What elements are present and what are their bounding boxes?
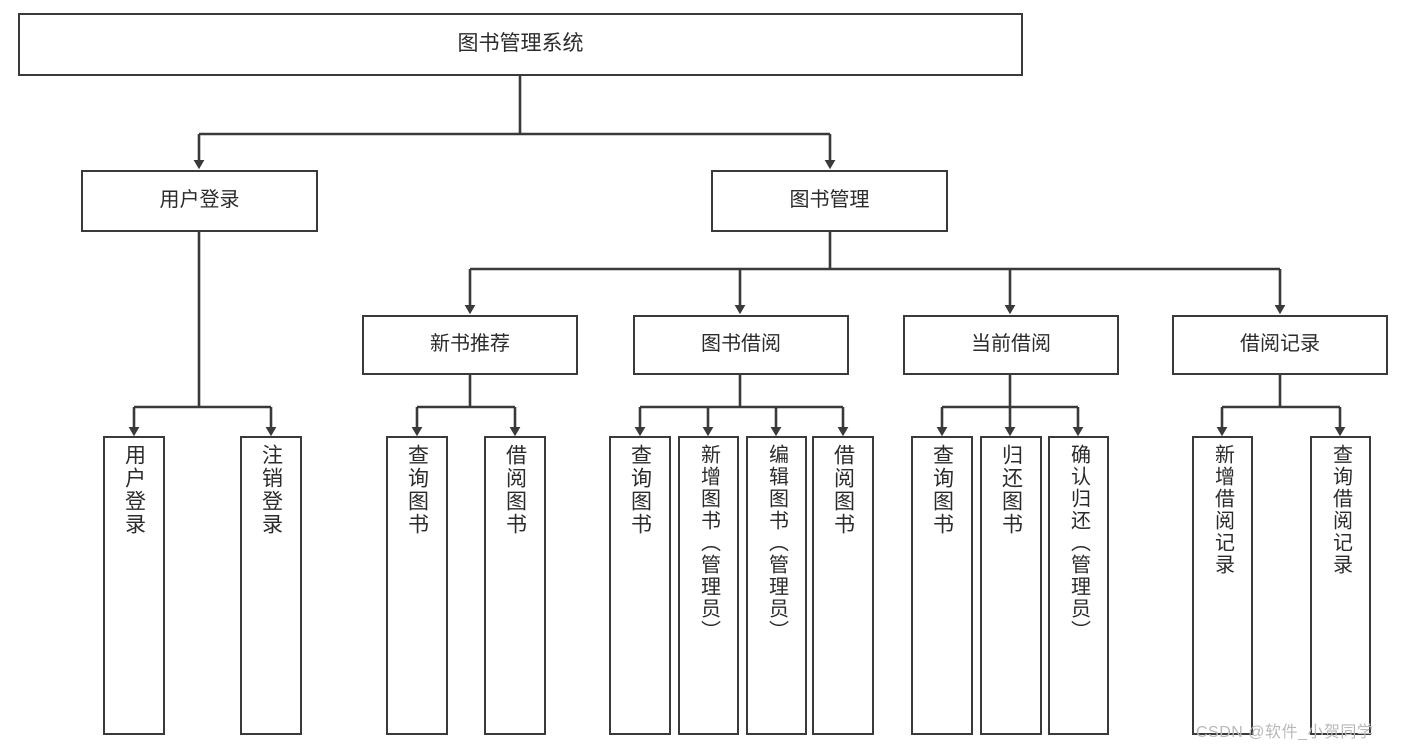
node-label: 用户登录 — [122, 444, 146, 536]
leaf-new-book-borrow[interactable]: 借阅图书 — [484, 436, 546, 735]
node-label: 编辑图书（管理员） — [765, 444, 788, 642]
node-label: 图书管理系统 — [457, 32, 584, 56]
node-user-login[interactable]: 用户登录 — [81, 170, 318, 232]
node-new-book-recommend[interactable]: 新书推荐 — [362, 315, 578, 375]
node-label: 借阅图书 — [503, 444, 527, 536]
leaf-current-borrow-confirm-admin[interactable]: 确认归还（管理员） — [1048, 436, 1109, 735]
leaf-borrow-record-query[interactable]: 查询借阅记录 — [1310, 436, 1371, 735]
node-borrow-record[interactable]: 借阅记录 — [1172, 315, 1388, 375]
leaf-borrow-record-add[interactable]: 新增借阅记录 — [1192, 436, 1253, 735]
node-book-borrow[interactable]: 图书借阅 — [633, 315, 849, 375]
leaf-book-borrow-add-admin[interactable]: 新增图书（管理员） — [678, 436, 739, 735]
node-label: 查询图书 — [930, 444, 954, 536]
node-label: 图书借阅 — [701, 333, 781, 356]
node-label: 确认归还（管理员） — [1067, 444, 1090, 642]
leaf-book-borrow-query[interactable]: 查询图书 — [609, 436, 671, 735]
leaf-book-borrow-borrow[interactable]: 借阅图书 — [812, 436, 874, 735]
node-label: 查询借阅记录 — [1329, 444, 1352, 576]
node-label: 归还图书 — [999, 444, 1023, 536]
node-label: 新增借阅记录 — [1211, 444, 1234, 576]
node-label: 用户登录 — [159, 189, 240, 212]
csdn-watermark: CSDN @软件_小贺同学 — [1196, 724, 1374, 741]
leaf-current-borrow-return[interactable]: 归还图书 — [980, 436, 1042, 735]
leaf-book-borrow-edit-admin[interactable]: 编辑图书（管理员） — [746, 436, 807, 735]
node-label: 查询图书 — [628, 444, 652, 536]
node-label: 当前借阅 — [971, 333, 1051, 356]
leaf-current-borrow-query[interactable]: 查询图书 — [911, 436, 973, 735]
node-book-management-system[interactable]: 图书管理系统 — [18, 13, 1023, 76]
node-label: 新书推荐 — [430, 333, 510, 356]
node-label: 查询图书 — [405, 444, 429, 536]
node-label: 图书管理 — [789, 189, 870, 212]
node-label: 注销登录 — [259, 444, 283, 536]
node-label: 借阅记录 — [1240, 333, 1320, 356]
node-book-management[interactable]: 图书管理 — [711, 170, 948, 232]
leaf-new-book-query[interactable]: 查询图书 — [386, 436, 448, 735]
leaf-user-login-logout[interactable]: 注销登录 — [240, 436, 302, 735]
node-label: 新增图书（管理员） — [697, 444, 720, 642]
leaf-user-login-login[interactable]: 用户登录 — [103, 436, 165, 735]
node-current-borrow[interactable]: 当前借阅 — [903, 315, 1119, 375]
node-label: 借阅图书 — [831, 444, 855, 536]
